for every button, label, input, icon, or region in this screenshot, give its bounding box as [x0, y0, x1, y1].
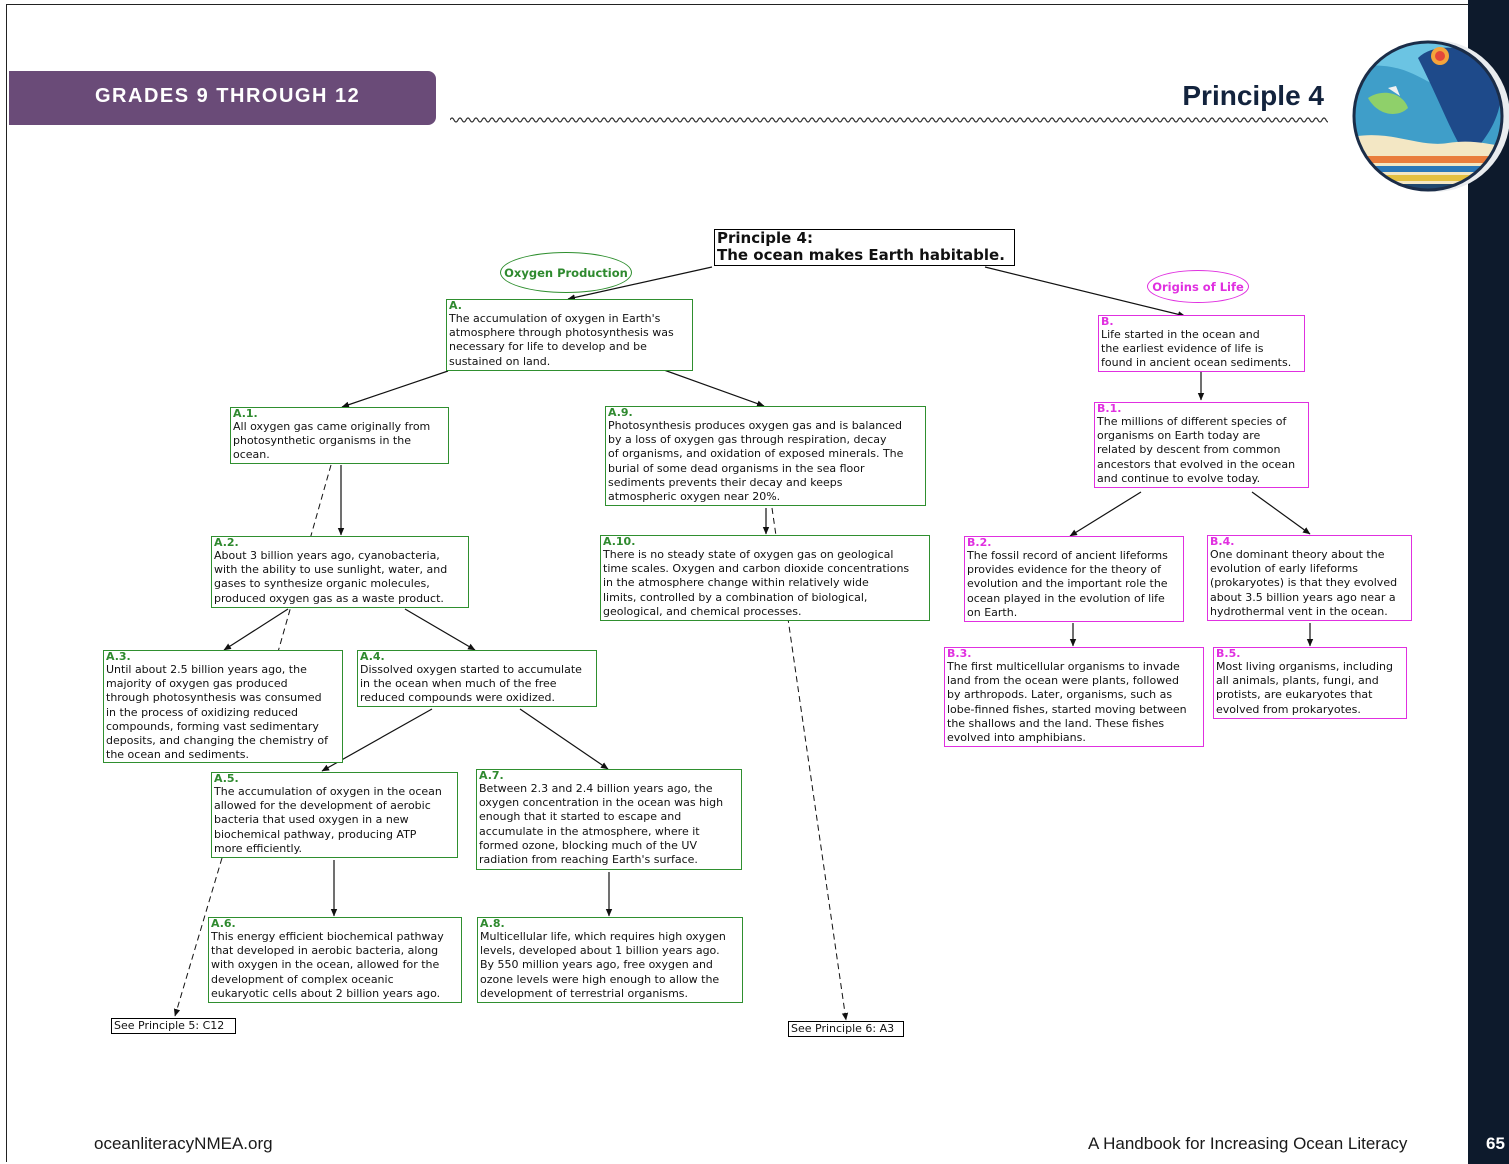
- concept-label: B.2.: [967, 536, 992, 549]
- link-a-a1: [341, 370, 449, 408]
- concept-text: Photosynthesis produces oxygen gas and i…: [608, 419, 904, 504]
- concept-text: The first multicellular organisms to inv…: [947, 660, 1187, 745]
- footer-website: oceanliteracyNMEA.org: [94, 1134, 273, 1153]
- concept-a6: A.6.This energy efficient biochemical pa…: [208, 917, 462, 1003]
- link-a4-a7: [519, 708, 609, 770]
- concept-a9: A.9.Photosynthesis produces oxygen gas a…: [605, 406, 926, 506]
- concept-label: A.5.: [214, 772, 239, 785]
- concept-text: There is no steady state of oxygen gas o…: [603, 548, 910, 618]
- concept-label: A.9.: [608, 406, 633, 419]
- reference-principle-5: See Principle 5: C12: [111, 1018, 236, 1034]
- concept-text: Life started in the ocean and the earlie…: [1101, 328, 1292, 370]
- concept-label: A.10.: [603, 535, 636, 548]
- branch-origins-of-life: Origins of Life: [1147, 270, 1249, 303]
- dashed-link-a1-a3: [277, 464, 332, 653]
- dashed-link-a9-p6: [771, 507, 849, 1021]
- concept-b: B.Life started in the ocean and the earl…: [1098, 315, 1305, 372]
- concept-label: A.3.: [106, 650, 131, 663]
- page-frame: [6, 4, 1468, 1162]
- concept-a8: A.8.Multicellular life, which requires h…: [477, 917, 743, 1003]
- concept-label: A.6.: [211, 917, 236, 930]
- concept-label: A.7.: [479, 769, 504, 782]
- concept-a2: A.2.About 3 billion years ago, cyanobact…: [211, 536, 469, 608]
- link-b1-b2: [1069, 491, 1142, 537]
- concept-text: Multicellular life, which requires high …: [480, 930, 726, 1000]
- concept-label: A.1.: [233, 407, 258, 420]
- concept-a7: A.7.Between 2.3 and 2.4 billion years ag…: [476, 769, 742, 870]
- concept-b5: B.5.Most living organisms, including all…: [1213, 647, 1407, 719]
- concept-text: One dominant theory about the evolution …: [1210, 548, 1398, 618]
- concept-text: This energy efficient biochemical pathwa…: [211, 930, 444, 1000]
- link-root-b: [984, 266, 1186, 318]
- concept-label: B.5.: [1216, 647, 1241, 660]
- page-sidebar: [1468, 0, 1509, 1164]
- concept-label: A.: [449, 299, 462, 312]
- concept-label: A.4.: [360, 650, 385, 663]
- concept-label: A.8.: [480, 917, 505, 930]
- concept-a5: A.5.The accumulation of oxygen in the oc…: [211, 772, 458, 858]
- grade-label: GRADES 9 THROUGH 12: [95, 85, 361, 107]
- concept-text: All oxygen gas came originally from phot…: [233, 420, 431, 462]
- concept-text: Most living organisms, including all ani…: [1216, 660, 1393, 716]
- link-a-a9: [663, 369, 765, 407]
- wave-divider: [450, 117, 1328, 123]
- grade-banner: GRADES 9 THROUGH 12: [9, 71, 436, 125]
- link-root-a: [567, 266, 713, 301]
- concept-label: B.4.: [1210, 535, 1235, 548]
- concept-text: The fossil record of ancient lifeforms p…: [967, 549, 1168, 619]
- concept-a1: A.1.All oxygen gas came originally from …: [230, 407, 449, 464]
- concept-b2: B.2.The fossil record of ancient lifefor…: [964, 536, 1184, 622]
- branch-oxygen-production: Oxygen Production: [500, 252, 632, 293]
- concept-text: The accumulation of oxygen in the ocean …: [214, 785, 442, 855]
- concept-a4: A.4.Dissolved oxygen started to accumula…: [357, 650, 597, 707]
- footer-handbook-title: A Handbook for Increasing Ocean Literacy: [1088, 1134, 1408, 1153]
- link-a2-a3: [223, 608, 289, 651]
- page-number: 65: [1486, 1134, 1505, 1153]
- concept-a3: A.3.Until about 2.5 billion years ago, t…: [103, 650, 343, 763]
- concept-text: Until about 2.5 billion years ago, the m…: [106, 663, 328, 762]
- concept-a: A.The accumulation of oxygen in Earth's …: [446, 299, 693, 371]
- concept-text: The accumulation of oxygen in Earth's at…: [449, 312, 674, 368]
- concept-text: Between 2.3 and 2.4 billion years ago, t…: [479, 782, 724, 867]
- concept-text: Dissolved oxygen started to accumulate i…: [360, 663, 582, 705]
- concept-text: About 3 billion years ago, cyanobacteria…: [214, 549, 448, 605]
- link-a2-a4: [404, 608, 476, 651]
- link-b1-b4: [1251, 491, 1311, 535]
- concept-label: B.1.: [1097, 402, 1122, 415]
- concept-label: B.: [1101, 315, 1114, 328]
- concept-text: The millions of different species of org…: [1097, 415, 1296, 485]
- concept-b1: B.1.The millions of different species of…: [1094, 402, 1309, 488]
- dashed-link-a5-p5: [173, 857, 223, 1017]
- concept-label: B.3.: [947, 647, 972, 660]
- reference-principle-6: See Principle 6: A3: [788, 1021, 904, 1037]
- concept-b4: B.4.One dominant theory about the evolut…: [1207, 535, 1412, 621]
- principle-root-box: Principle 4: The ocean makes Earth habit…: [714, 229, 1015, 266]
- ocean-globe-logo: [1352, 40, 1509, 192]
- principle-title: Principle 4: [1182, 80, 1324, 111]
- concept-label: A.2.: [214, 536, 239, 549]
- concept-a10: A.10.There is no steady state of oxygen …: [600, 535, 930, 621]
- concept-b3: B.3.The first multicellular organisms to…: [944, 647, 1204, 747]
